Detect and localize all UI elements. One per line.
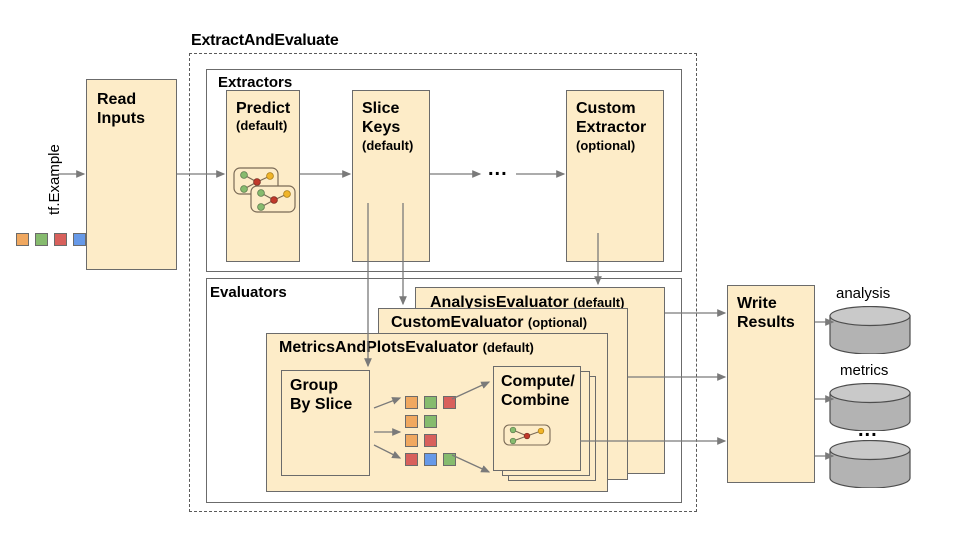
node-group-by-slice-line1: Group (290, 377, 338, 394)
slice-swatch-grid (405, 396, 456, 472)
legend-square-orange (16, 233, 29, 246)
node-metrics-and-plots-evaluator-name: MetricsAndPlotsEvaluator (279, 339, 479, 356)
predict-graph-icon (233, 167, 296, 213)
node-write-results-line1: Write (737, 295, 777, 312)
slice-swatch-row (405, 453, 456, 466)
group-extractors-label: Extractors (218, 74, 293, 91)
node-compute-combine[interactable]: Compute/ Combine (493, 366, 581, 471)
group-evaluators-label: Evaluators (210, 284, 287, 301)
node-write-results[interactable]: Write Results (727, 285, 815, 483)
slice-swatch (405, 434, 418, 447)
slice-swatch-row (405, 396, 456, 409)
slice-swatch (405, 396, 418, 409)
node-custom-evaluator-sub: (optional) (527, 315, 588, 330)
slice-swatch-row (405, 415, 456, 428)
legend-square-blue (73, 233, 86, 246)
node-read-inputs-line2: Inputs (97, 110, 145, 127)
group-extract-and-evaluate (189, 53, 697, 512)
group-extract-and-evaluate-label: ExtractAndEvaluate (191, 32, 339, 49)
output-label-analysis: analysis (836, 285, 891, 302)
node-group-by-slice-line2: By Slice (290, 396, 353, 413)
compute-graph-icon (503, 424, 551, 446)
node-analysis-evaluator-sub: (default) (573, 295, 625, 310)
slice-swatch (424, 396, 437, 409)
node-predict[interactable]: Predict (default) (226, 90, 300, 262)
input-label: tf.Example (46, 144, 63, 215)
node-custom-extractor-line2: Extractor (576, 119, 647, 136)
group-evaluators (206, 278, 682, 503)
slice-swatch (443, 396, 456, 409)
node-predict-sub: (default) (236, 118, 288, 133)
slice-swatch (424, 415, 437, 428)
node-custom-extractor[interactable]: Custom Extractor (optional) (566, 90, 664, 262)
node-read-inputs[interactable]: Read Inputs (86, 79, 177, 270)
slice-swatch (424, 453, 437, 466)
node-compute-combine-line1: Compute/ (501, 373, 575, 390)
node-compute-combine-line2: Combine (501, 392, 570, 409)
slice-swatch-row (405, 434, 456, 447)
extractor-ellipsis: ... (488, 158, 508, 180)
node-predict-title: Predict (236, 100, 291, 117)
output-label-ellipsis: ... (858, 419, 878, 441)
node-custom-evaluator-name: CustomEvaluator (391, 314, 524, 331)
output-cylinder-more (829, 440, 911, 488)
legend-square-green (35, 233, 48, 246)
node-slice-keys-line1: Slice (362, 100, 400, 117)
node-write-results-line2: Results (737, 314, 795, 331)
slice-swatch (405, 415, 418, 428)
output-cylinder-metrics (829, 383, 911, 431)
node-analysis-evaluator-name: AnalysisEvaluator (430, 294, 569, 311)
node-read-inputs-line1: Read (97, 91, 137, 108)
output-cylinder-analysis (829, 306, 911, 354)
node-custom-extractor-line1: Custom (576, 100, 636, 117)
node-custom-extractor-sub: (optional) (576, 138, 636, 153)
node-slice-keys-line2: Keys (362, 119, 401, 136)
slice-swatch (424, 434, 437, 447)
node-slice-keys[interactable]: Slice Keys (default) (352, 90, 430, 262)
legend-square-red (54, 233, 67, 246)
node-group-by-slice[interactable]: Group By Slice (281, 370, 370, 476)
output-label-metrics: metrics (840, 362, 889, 379)
group-extractors (206, 69, 682, 272)
node-metrics-and-plots-evaluator-sub: (default) (482, 340, 534, 355)
node-slice-keys-sub: (default) (362, 138, 414, 153)
slice-swatch (405, 453, 418, 466)
slice-swatch (443, 453, 456, 466)
